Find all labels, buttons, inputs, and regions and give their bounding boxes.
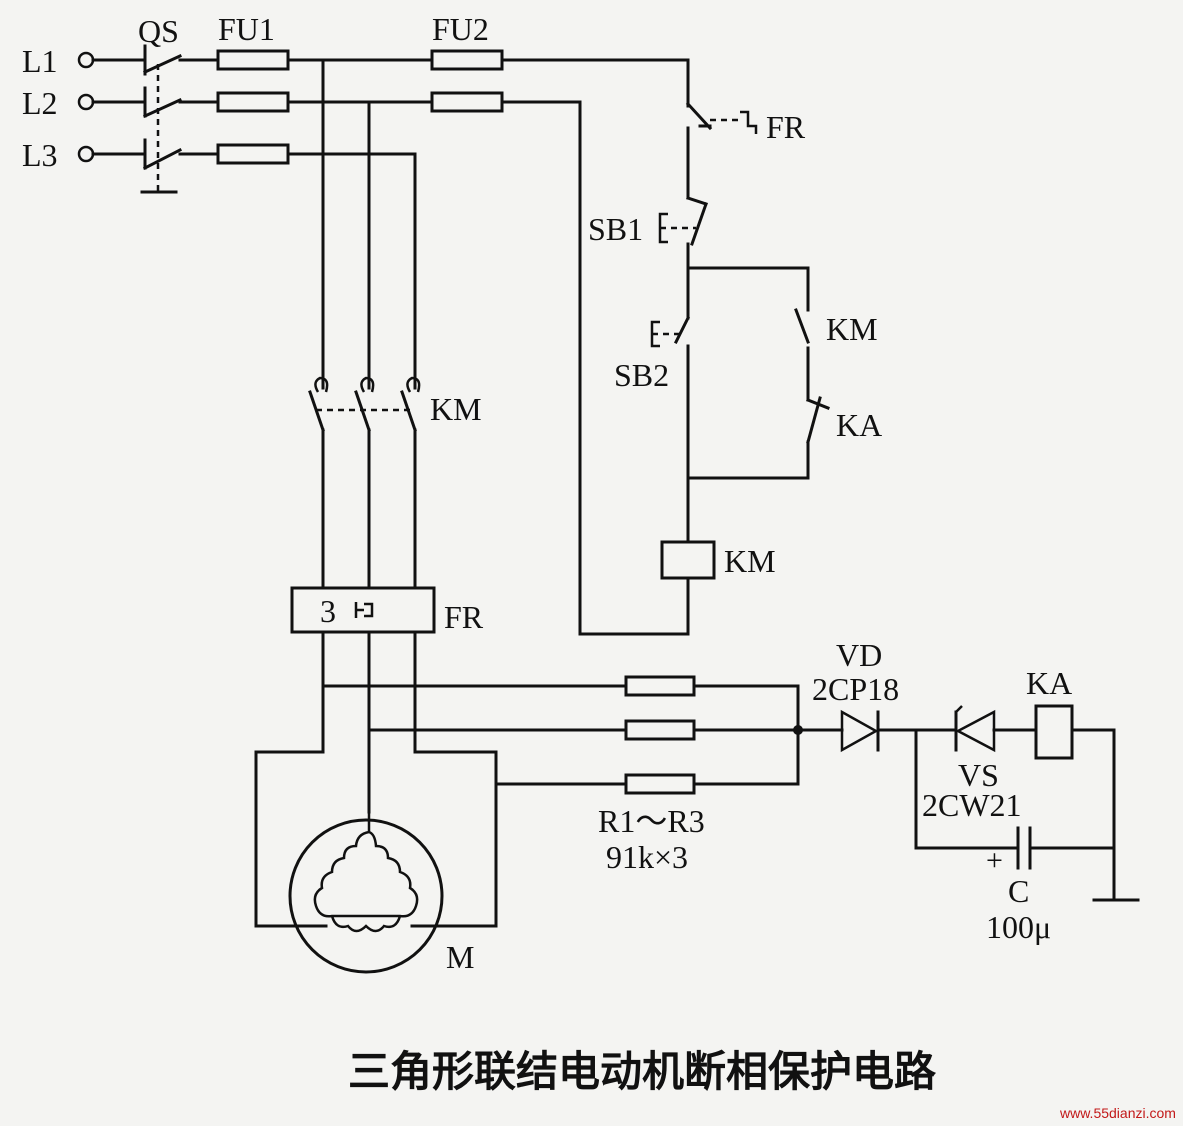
label-r-name: R1～R3	[598, 803, 705, 839]
fuse-fu1: FU1	[216, 11, 290, 165]
control-circuit: FR SB1 SB2 KM KA KM	[500, 58, 882, 636]
label-km-aux: KM	[826, 311, 878, 347]
label-l2: L2	[22, 85, 58, 121]
terminal-l3	[77, 145, 95, 163]
label-sb2: SB2	[614, 357, 669, 393]
label-fu2: FU2	[432, 11, 489, 47]
diagram-caption: 三角形联结电动机断相保护电路	[348, 1047, 937, 1096]
thermal-relay-fr: 3 FR	[290, 586, 484, 814]
label-motor: M	[446, 939, 474, 975]
label-vd-model: 2CP18	[812, 671, 899, 707]
label-l1: L1	[22, 43, 58, 79]
motor-m: M	[254, 750, 498, 975]
input-terminals: L1 L2 L3	[22, 43, 95, 173]
label-sb1: SB1	[588, 211, 643, 247]
fuse-fu2: FU2	[430, 11, 504, 113]
resistors-r1-r3: R1～R3 91k×3	[321, 675, 803, 875]
label-fr-relay: FR	[444, 599, 484, 635]
label-qs: QS	[138, 13, 179, 49]
label-fr-relay-count: 3	[320, 593, 336, 629]
label-c-name: C	[1008, 873, 1029, 909]
label-fu1: FU1	[218, 11, 275, 47]
relay-coil-ka: KA	[1026, 665, 1140, 902]
label-km-main: KM	[430, 391, 482, 427]
label-l3: L3	[22, 137, 58, 173]
label-km-coil: KM	[724, 543, 776, 579]
label-c-value: 100μ	[986, 909, 1051, 945]
label-fr-contact: FR	[766, 109, 806, 145]
label-c-polarity: +	[986, 844, 1003, 877]
watermark: www.55dianzi.com	[1059, 1105, 1176, 1121]
main-bus-wires	[286, 58, 434, 390]
label-vs: VS	[958, 757, 999, 793]
zener-vs: VS 2CW21	[914, 705, 1038, 823]
label-vs-model: 2CW21	[922, 787, 1022, 823]
label-r-value: 91k×3	[606, 839, 688, 875]
switch-qs: QS	[91, 13, 220, 194]
km-main-contacts: KM	[308, 376, 482, 590]
terminal-l1	[77, 51, 95, 69]
capacitor-c: + C 100μ	[914, 728, 1116, 945]
label-ka-coil: KA	[1026, 665, 1072, 701]
diode-vd: VD 2CP18	[796, 637, 918, 753]
label-ka-contact: KA	[836, 407, 882, 443]
terminal-l2	[77, 93, 95, 111]
label-vd: VD	[836, 637, 882, 673]
